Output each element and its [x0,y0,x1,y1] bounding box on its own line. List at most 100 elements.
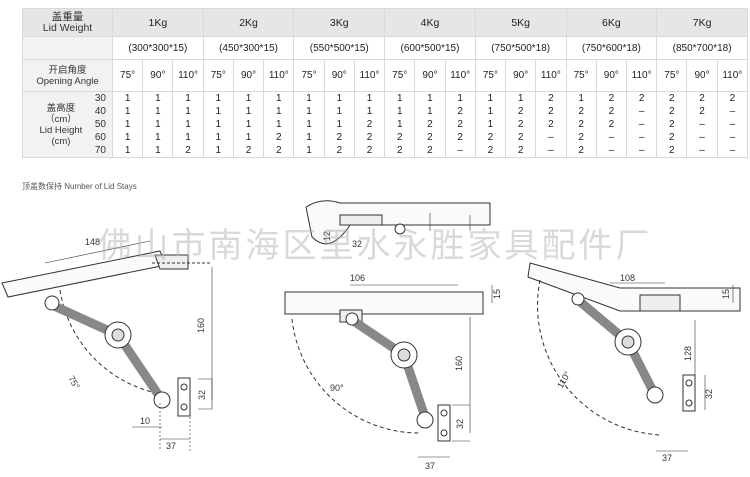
stay-count-value: 2 [457,119,463,130]
stay-count-value: 2 [517,119,524,130]
stay-count-value: 1 [366,106,373,117]
stay-count-value: 1 [215,106,222,117]
stay-count-cell: 2 – – – – [625,91,658,158]
lid-height-value: 70 [94,145,106,156]
stay-count-value: 2 [366,145,373,156]
opening-angle-cell: 75° [202,59,234,92]
stay-count-value: 1 [457,93,463,104]
stay-count-value: 1 [336,119,343,130]
angle-90-label: 90° [330,383,344,393]
stay-count-value: 2 [638,93,645,104]
stay-count-value: – [548,145,554,156]
lid-size-cell: (850*700*18) [656,36,748,60]
lid-weight-header: 盖重量 Lid Weight [22,8,113,37]
stay-count-value: 1 [185,93,191,104]
dim-110-108: 108 [620,273,635,283]
stay-count-value: 1 [306,106,312,117]
lid-size-header [22,36,113,60]
opening-angle-cell: 75° [384,59,416,92]
stay-count-value: 1 [245,106,252,117]
stay-count-value: 1 [124,106,131,117]
opening-angle-cell: 110° [444,59,476,92]
opening-angle-cell: 110° [625,59,658,92]
stay-count-value: 1 [578,93,584,104]
stay-count-value: 2 [699,93,705,104]
dim-110-32: 32 [704,389,714,399]
stay-count-value: 1 [155,93,161,104]
lid-weight-cell: 6Kg [565,8,658,37]
stay-count-value: 1 [155,145,161,156]
dim-75-148: 148 [85,237,100,247]
stay-count-value: 1 [155,119,161,130]
stay-count-value: – [638,119,645,130]
stay-count-value: 1 [427,93,433,104]
dim-90-37: 37 [425,461,435,471]
stay-count-value: 1 [215,119,222,130]
stay-count-value: 1 [396,106,403,117]
dim-90-15: 15 [492,289,502,299]
stay-count-value: 2 [427,132,433,143]
stay-count-value: 1 [306,119,312,130]
stay-count-value: 2 [245,145,252,156]
stay-count-value: 2 [336,145,343,156]
stay-count-value: 2 [669,132,675,143]
lid-stay-diagrams: 148 160 32 10 37 75° 12 32 106 15 160 32… [1,200,741,471]
stay-count-value: 2 [548,93,554,104]
stay-count-value: 2 [669,106,675,117]
lid-height-value: 40 [94,106,106,117]
dim-75-160: 160 [196,318,206,333]
stay-count-value: 1 [185,106,191,117]
stay-count-value: – [638,106,645,117]
stay-count-value: 2 [699,106,705,117]
stay-count-value: 1 [124,145,131,156]
dim-90-32: 32 [455,419,465,429]
lid-weight-cell: 5Kg [474,8,567,37]
stay-count-value: – [548,132,554,143]
stay-count-value: 2 [669,93,675,104]
dim-90-106: 106 [350,273,365,283]
opening-angle-cell: 90° [323,59,355,92]
lid-weight-cell: 3Kg [293,8,386,37]
stay-count-value: – [729,119,736,130]
dim-75-32: 32 [197,390,207,400]
lid-weight-cell: 7Kg [656,8,748,37]
stay-count-value: 1 [427,106,433,117]
stay-count-value: – [729,106,736,117]
lid-weight-label-en: Lid Weight [42,21,93,34]
lid-size-cell: (750*500*18) [474,36,567,60]
stay-count-value: 1 [487,106,494,117]
stay-count-value: 1 [396,93,403,104]
stay-count-value: 1 [276,106,282,117]
stay-count-value: 2 [457,132,463,143]
lid-height-unit-cn: （cm） [45,113,77,125]
opening-angle-cell: 90° [505,59,537,92]
stay-count-value: – [638,145,645,156]
stay-count-value: 1 [517,93,524,104]
angle-110-label: 110° [555,369,573,390]
opening-angle-cell: 90° [595,59,627,92]
opening-angle-cell: 75° [474,59,507,92]
opening-angle-cell: 90° [232,59,265,92]
opening-angle-cell: 110° [716,59,749,92]
lid-height-value: 50 [94,119,106,130]
stay-count-value: 1 [124,93,131,104]
opening-angle-header: 开启角度 Opening Angle [22,59,113,92]
dim-90-160: 160 [454,356,464,371]
lid-height-unit-en: (cm) [51,135,71,147]
dim-90-12: 12 [322,231,332,241]
stay-count-value: 1 [215,132,222,143]
stay-count-value: 2 [608,106,615,117]
opening-angle-label-cn: 开启角度 [48,64,87,76]
stay-count-value: – [699,145,705,156]
dim-110-128: 128 [683,346,693,361]
stay-count-value: – [638,132,645,143]
lid-weight-cell: 2Kg [202,8,295,37]
stay-count-value: 2 [396,145,403,156]
